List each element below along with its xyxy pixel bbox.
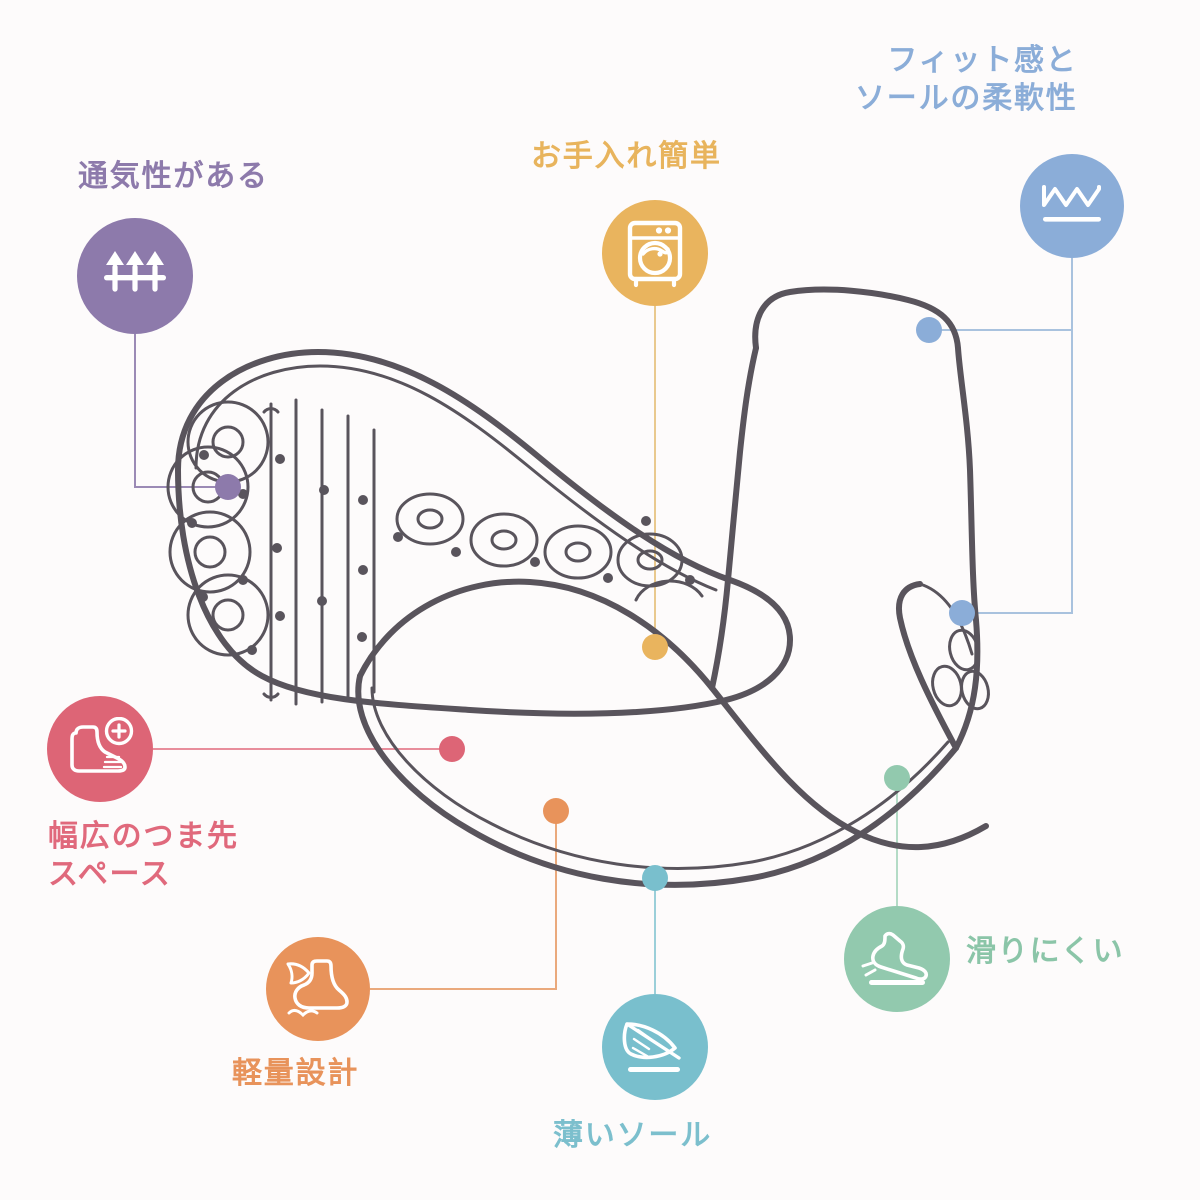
connector-dot-wide-toe-box: [439, 736, 465, 762]
outsole-lower-edge: [355, 673, 959, 888]
washing-machine-icon: [627, 220, 683, 288]
label-breathable: 通気性がある: [78, 160, 269, 193]
badge-easy-care[interactable]: [602, 200, 708, 306]
connector-dot-fit-and-flex: [949, 600, 975, 626]
zigzag-flex-icon: [1042, 185, 1101, 222]
connector-dot-anti-slip: [884, 765, 910, 791]
label-anti-slip: 滑りにくい: [966, 935, 1125, 968]
leader-line-breathable: [134, 334, 228, 488]
connector-dot-easy-care: [642, 634, 668, 660]
boot-shaft-outline: [752, 286, 981, 751]
sole-ovals-arch: [395, 492, 684, 588]
feather-over-line-icon: [622, 1022, 681, 1072]
shoe-illustration: [166, 286, 990, 888]
badge-wide-toe-box[interactable]: [47, 696, 153, 802]
connector-dot-thin-sole: [642, 865, 668, 891]
badge-anti-slip[interactable]: [844, 906, 950, 1012]
badge-fit-and-flex[interactable]: [1020, 154, 1124, 258]
leader-line-fit-heel: [962, 330, 1073, 614]
leader-line-lightweight: [370, 811, 557, 990]
wide-toe-shoe-plus-icon: [70, 717, 134, 773]
connector-dots: [215, 317, 975, 891]
label-wide-toe-box: 幅広のつま先 スペース: [48, 820, 239, 892]
shoe-feather-icon: [286, 959, 349, 1018]
connector-dot-fit-and-flex: [916, 317, 942, 343]
tread-groove-caps: [262, 407, 280, 699]
slipping-shoe-over-line-icon: [861, 931, 929, 985]
connector-dot-breathable: [215, 474, 241, 500]
heel-counter: [896, 581, 959, 751]
sole-dots-midfield: [272, 454, 368, 642]
boot-shaft-left: [709, 345, 759, 691]
label-lightweight: 軽量設計: [232, 1057, 360, 1090]
outsole-lower-edge-2: [370, 686, 950, 870]
leader-lines: [134, 258, 1073, 994]
connector-dot-lightweight: [543, 798, 569, 824]
leader-line-fit-collar: [929, 258, 1073, 331]
badge-lightweight[interactable]: [266, 937, 370, 1041]
heel-vent-ovals: [931, 628, 990, 711]
label-thin-sole: 薄いソール: [553, 1119, 712, 1152]
sole-dots-arch: [393, 516, 695, 585]
sole-arc-tip: [634, 579, 704, 602]
label-easy-care: お手入れ簡単: [531, 140, 722, 173]
midsole-band: [357, 578, 989, 850]
badge-breathable[interactable]: [77, 218, 193, 334]
sole-dots-heel: [187, 450, 257, 655]
tread-grooves: [269, 398, 376, 706]
badge-thin-sole[interactable]: [602, 994, 708, 1100]
label-fit-and-flex: フィット感と ソールの柔軟性: [855, 44, 1078, 116]
arrows-up-through-line-icon: [104, 251, 166, 292]
